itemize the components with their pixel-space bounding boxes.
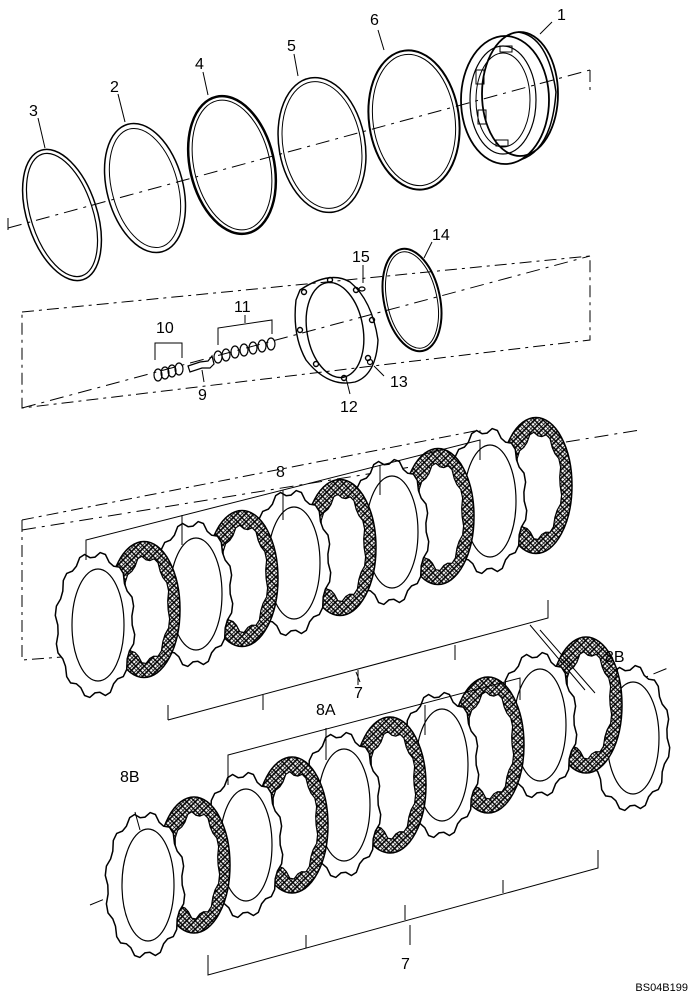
reference-code: BS04B199 (635, 982, 688, 994)
callout-8B-right: 8B (605, 649, 625, 666)
callout-13: 13 (390, 374, 408, 391)
piston-1 (460, 31, 559, 165)
callout-9: 9 (198, 387, 207, 404)
ring-5 (277, 76, 367, 214)
clutch-pack-upper (54, 416, 573, 699)
steel-plate-8A (398, 691, 480, 839)
callout-6: 6 (370, 12, 379, 29)
callout-8A: 8A (316, 702, 336, 719)
callout-7-lower: 7 (401, 956, 410, 973)
steel-plate-8A (104, 811, 186, 959)
steel-plate-8 (54, 551, 136, 699)
callout-5: 5 (287, 38, 296, 55)
ring-2 (103, 122, 187, 254)
callout-4: 4 (195, 56, 204, 73)
callout-10: 10 (156, 320, 174, 337)
callout-12: 12 (340, 399, 358, 416)
snap-ring-3 (21, 148, 103, 282)
callout-11: 11 (234, 299, 251, 316)
callout-3: 3 (29, 103, 38, 120)
callout-8B-left: 8B (120, 769, 140, 786)
callout-7-upper: 7 (354, 685, 363, 702)
check-valve-9 (187, 354, 215, 383)
shims-10 (153, 342, 184, 382)
callout-1: 1 (557, 7, 566, 24)
seal-ring-6 (367, 49, 461, 191)
seal-ring-14 (381, 247, 443, 353)
pin-15 (358, 265, 366, 292)
clutch-pack-lower (104, 636, 671, 959)
seal-ring-4 (186, 94, 278, 236)
callout-2: 2 (110, 79, 119, 96)
leader-lines (37, 21, 619, 976)
callout-8: 8 (276, 464, 285, 481)
callout-14: 14 (432, 227, 450, 244)
ball-13 (366, 358, 385, 377)
shims-11 (213, 315, 276, 364)
callout-15: 15 (352, 249, 370, 266)
